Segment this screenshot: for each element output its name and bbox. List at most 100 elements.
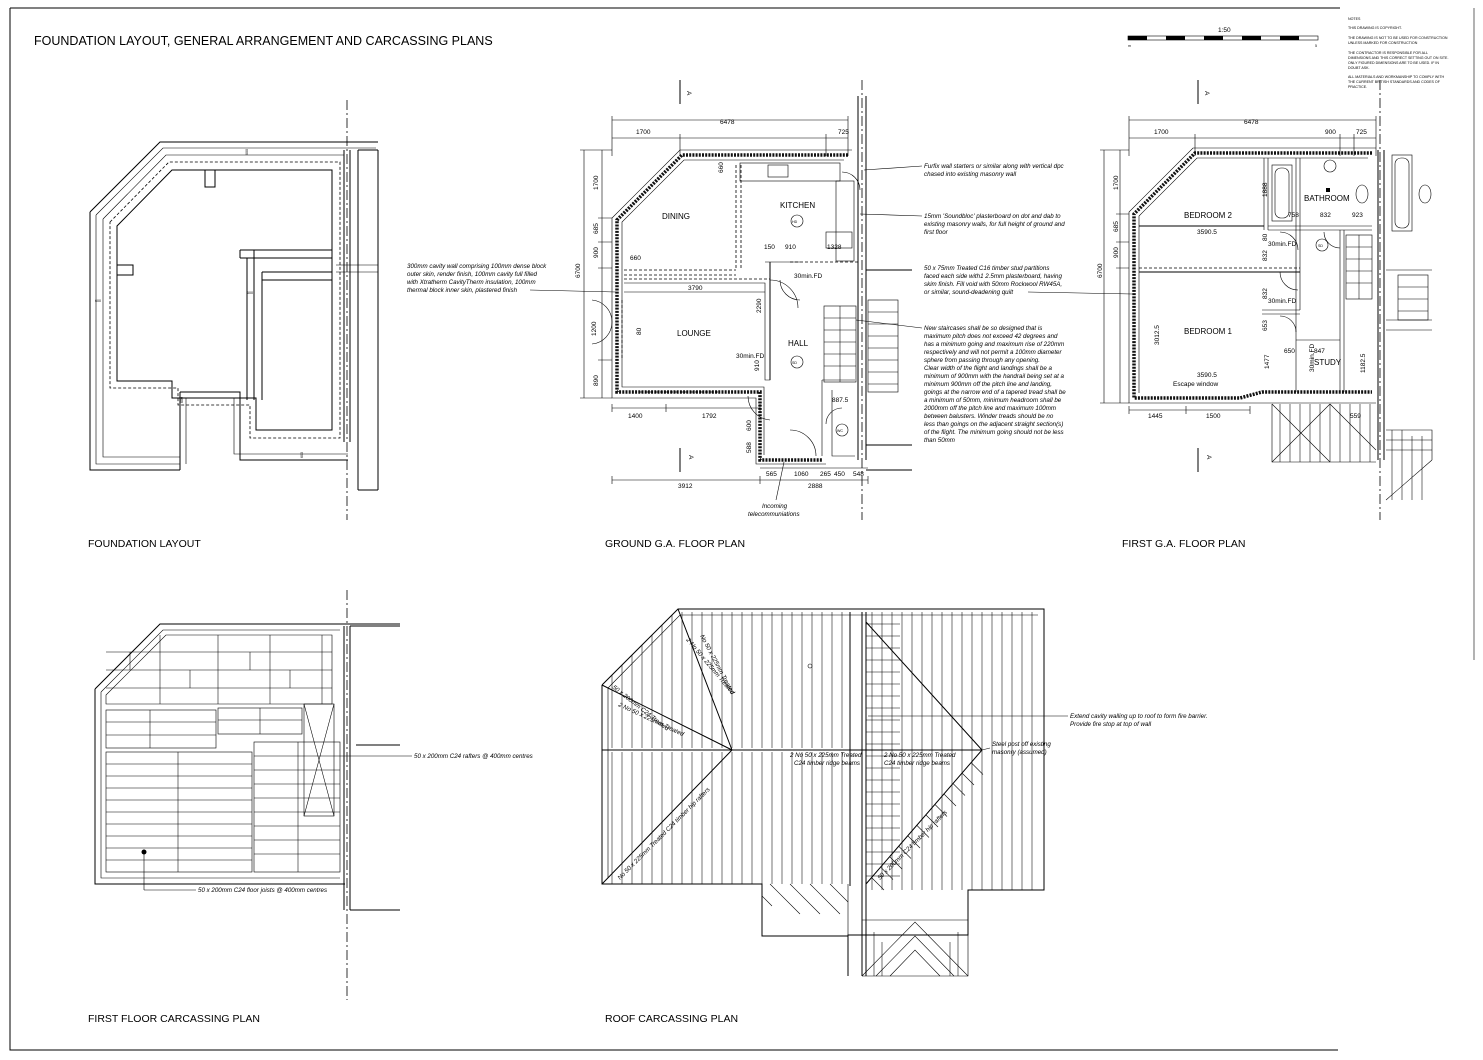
svg-text:1700: 1700	[636, 129, 651, 136]
note-furfix: Furfix wall starters or similar along wi…	[863, 163, 1065, 178]
sheet-border	[9, 7, 1340, 1051]
caption-first: FIRST G.A. FLOOR PLAN	[1122, 538, 1246, 550]
svg-text:832: 832	[1320, 212, 1331, 219]
svg-text:of the flight. The minimum goi: of the flight. The minimum going should …	[924, 429, 1064, 436]
svg-text:2 No 50 x 225mm Treated: 2 No 50 x 225mm Treated	[883, 752, 956, 759]
jack-rafter	[889, 856, 903, 870]
svg-text:832: 832	[1262, 288, 1269, 299]
foundation-layout-plan: 600 600 600 600 600	[89, 100, 379, 520]
svg-text:LOUNGE: LOUNGE	[677, 329, 711, 338]
first-floor-carcassing-plan: 50 x 200mm C24 floor joists @ 400mm cent…	[94, 590, 400, 1000]
drawing-notes: NOTES THIS DRAWING IS COPYRIGHT. THE DRA…	[1348, 17, 1448, 89]
svg-text:Escape window: Escape window	[1173, 381, 1218, 388]
svg-text:THE CURRENT BRITISH STANDARDS: THE CURRENT BRITISH STANDARDS AND CODES …	[1348, 80, 1441, 84]
svg-text:80: 80	[1262, 233, 1269, 241]
svg-text:6478: 6478	[720, 119, 735, 126]
jack-rafter	[925, 814, 939, 828]
first-lower-roof	[1271, 403, 1433, 501]
svg-text:548: 548	[853, 471, 864, 478]
svg-text:900: 900	[593, 247, 600, 258]
svg-text:6478: 6478	[1244, 119, 1259, 126]
svg-text:150: 150	[764, 244, 775, 251]
svg-text:3590.5: 3590.5	[1197, 229, 1217, 236]
svg-text:Incoming: Incoming	[762, 503, 788, 510]
svg-text:725: 725	[1356, 129, 1367, 136]
svg-text:masonry (assumed): masonry (assumed)	[992, 749, 1047, 756]
svg-text:600: 600	[245, 149, 249, 155]
svg-text:DIMENSIONS AND THIS CORRECT SE: DIMENSIONS AND THIS CORRECT SETTING OUT …	[1348, 56, 1448, 60]
svg-text:chased into existing masonry w: chased into existing masonry wall	[924, 171, 1017, 178]
svg-text:A: A	[1203, 91, 1210, 96]
svg-text:685: 685	[593, 223, 600, 234]
svg-text:with Xtratherm CavityTherm ins: with Xtratherm CavityTherm insulation, 1…	[407, 279, 536, 286]
svg-text:Steel post off existing: Steel post off existing	[992, 741, 1051, 748]
roof-rafters	[611, 612, 1033, 891]
svg-text:2290: 2290	[756, 298, 763, 313]
svg-text:30min.FD: 30min.FD	[1268, 298, 1296, 305]
svg-text:SD: SD	[792, 361, 797, 365]
svg-text:559: 559	[1350, 413, 1361, 420]
svg-text:BATHROOM: BATHROOM	[1304, 194, 1350, 203]
svg-text:685: 685	[1113, 221, 1120, 232]
svg-text:847: 847	[1314, 348, 1325, 355]
svg-text:ONLY FIGURED DIMENSIONS ARE TO: ONLY FIGURED DIMENSIONS ARE TO BE USED. …	[1348, 61, 1439, 65]
svg-text:1700: 1700	[593, 175, 600, 190]
svg-text:565: 565	[766, 471, 777, 478]
svg-text:900: 900	[1113, 247, 1120, 258]
svg-text:A: A	[687, 455, 694, 460]
svg-text:1700: 1700	[1113, 175, 1120, 190]
svg-text:WC: WC	[837, 429, 843, 433]
jack-rafter	[880, 867, 894, 880]
svg-text:3012.5: 3012.5	[1154, 325, 1161, 345]
svg-text:887.5: 887.5	[832, 397, 849, 404]
svg-text:has a minimum going and maximu: has a minimum going and maximum rise of …	[924, 341, 1064, 348]
svg-text:SD: SD	[1318, 244, 1323, 248]
svg-text:DOUBT ASK.: DOUBT ASK.	[1348, 66, 1370, 70]
svg-text:588: 588	[746, 442, 753, 453]
jack-rafter	[952, 783, 966, 796]
svg-text:than 50mm: than 50mm	[924, 437, 955, 444]
svg-text:existing masonry walls, for fu: existing masonry walls, for full height …	[924, 221, 1065, 228]
svg-text:2888: 2888	[808, 483, 823, 490]
scale-label: 1:50	[1218, 27, 1231, 34]
svg-text:less than goings on the adjace: less than goings on the adjacent straigh…	[924, 421, 1063, 428]
jack-rafter	[961, 772, 975, 786]
svg-text:923: 923	[1352, 212, 1363, 219]
svg-text:C24 timber ridge beams: C24 timber ridge beams	[794, 760, 860, 767]
svg-text:HALL: HALL	[788, 339, 809, 348]
svg-text:758: 758	[1288, 212, 1299, 219]
svg-text:first floor: first floor	[924, 229, 949, 236]
svg-text:outer skin, render finish, 100: outer skin, render finish, 100mm cavity …	[407, 271, 538, 278]
jack-rafter	[898, 846, 912, 859]
caption-ground: GROUND G.A. FLOOR PLAN	[605, 538, 745, 550]
svg-text:910: 910	[785, 244, 796, 251]
svg-text:ALL MATERIALS AND WORKMANSHIP: ALL MATERIALS AND WORKMANSHIP TO COMPLY …	[1348, 75, 1445, 79]
svg-text:PRACTICE.: PRACTICE.	[1348, 85, 1367, 89]
svg-text:30min.FD: 30min.FD	[794, 273, 822, 280]
caption-foundation: FOUNDATION LAYOUT	[88, 538, 201, 550]
section-marker-top: A	[679, 80, 692, 104]
svg-text:6700: 6700	[575, 263, 582, 278]
section-marker-top-first: A	[1197, 80, 1210, 104]
svg-text:3912: 3912	[678, 483, 693, 490]
svg-text:KITCHEN: KITCHEN	[780, 201, 815, 210]
svg-text:C24 timber ridge beams: C24 timber ridge beams	[884, 760, 950, 767]
svg-text:50 x 200mm C24 timber hip raft: 50 x 200mm C24 timber hip rafters	[876, 809, 948, 881]
svg-text:30min.FD: 30min.FD	[736, 353, 764, 360]
svg-text:BEDROOM 1: BEDROOM 1	[1184, 327, 1233, 336]
first-floor-plan: A A	[1097, 80, 1433, 520]
svg-text:1400: 1400	[628, 413, 643, 420]
svg-text:New staircases shall be so des: New staircases shall be so designed that…	[924, 325, 1042, 332]
svg-text:THIS DRAWING IS COPYRIGHT.: THIS DRAWING IS COPYRIGHT.	[1348, 26, 1402, 30]
svg-text:660: 660	[630, 255, 641, 262]
note-rafters: 50 x 200mm C24 rafters @ 400mm centres	[340, 753, 533, 760]
note-cavity-wall: 300mm cavity wall comprising 100mm dense…	[407, 263, 617, 294]
svg-text:15mm 'Soundbloc' plasterboard: 15mm 'Soundbloc' plasterboard on dot and…	[924, 213, 1061, 220]
svg-text:600: 600	[746, 420, 753, 431]
svg-text:Clear width of the flight and: Clear width of the flight and landings s…	[924, 365, 1053, 372]
svg-text:Provide fire stop at top of wa: Provide fire stop at top of wall	[1070, 721, 1152, 728]
svg-text:2000mm off the pitch line and: 2000mm off the pitch line and maximum 10…	[923, 405, 1056, 412]
svg-text:725: 725	[838, 129, 849, 136]
svg-text:2 No 50 x 225mm Treated: 2 No 50 x 225mm Treated	[616, 701, 685, 738]
